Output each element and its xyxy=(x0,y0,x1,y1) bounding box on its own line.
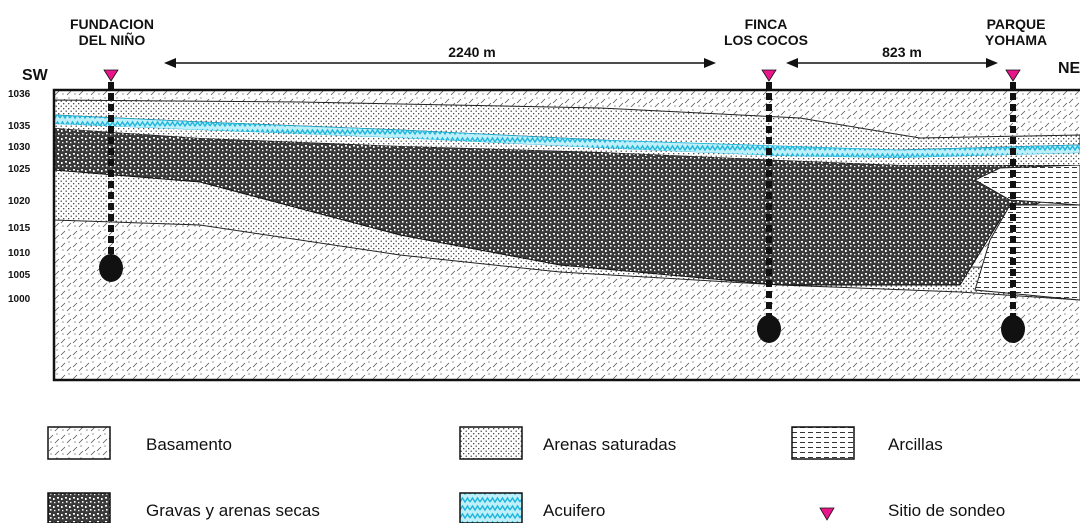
legend-label-sitio: Sitio de sondeo xyxy=(888,501,1005,520)
site-marker-1 xyxy=(103,69,119,82)
legend-item-arcillas: Arcillas xyxy=(791,426,943,460)
site-marker-3 xyxy=(1005,69,1021,82)
legend-label-basamento: Basamento xyxy=(146,435,232,454)
site-1-name-line2: DEL NIÑO xyxy=(79,31,146,48)
borehole-3 xyxy=(1001,69,1025,343)
borehole-1 xyxy=(99,69,123,282)
site-marker-2 xyxy=(761,69,777,82)
legend-label-gravas: Gravas y arenas secas xyxy=(146,501,320,520)
legend: Basamento Arenas saturadas Arcillas Grav… xyxy=(47,426,1005,523)
legend-label-arcillas: Arcillas xyxy=(888,435,943,454)
legend-swatch-gravas xyxy=(47,492,111,523)
site-3-name-line1: PARQUE xyxy=(987,16,1046,32)
section-body xyxy=(54,90,1080,380)
layer-arcillas xyxy=(973,164,1080,206)
elevation-axis: 1036 1035 1030 1025 1020 1015 1010 1005 … xyxy=(8,89,31,305)
legend-item-sitio: Sitio de sondeo xyxy=(819,501,1005,521)
distance-arrow-1 xyxy=(164,58,716,68)
direction-ne: NE xyxy=(1058,60,1080,77)
elevation-tick-1010: 1010 xyxy=(8,248,31,259)
legend-marker-sitio xyxy=(819,507,835,521)
borehole-2-bottom xyxy=(757,315,781,343)
legend-item-gravas: Gravas y arenas secas xyxy=(47,492,320,523)
direction-sw: SW xyxy=(22,67,49,84)
borehole-1-bottom xyxy=(99,254,123,282)
distance-label-1: 2240 m xyxy=(448,44,495,60)
section-frame xyxy=(52,88,1080,382)
elevation-tick-1020: 1020 xyxy=(8,196,31,207)
legend-item-arenas-saturadas: Arenas saturadas xyxy=(459,426,676,460)
site-1-name-line1: FUNDACION xyxy=(70,16,154,32)
borehole-2 xyxy=(757,69,781,343)
legend-item-acuifero: Acuifero xyxy=(459,492,605,523)
site-2-name-line1: FINCA xyxy=(745,16,788,32)
legend-swatch-acuifero xyxy=(459,492,523,523)
layer-arenas-saturadas-mid xyxy=(54,124,1080,165)
distance-arrow-2 xyxy=(786,58,998,68)
site-3-name-line2: YOHAMA xyxy=(985,32,1047,48)
elevation-tick-1035: 1035 xyxy=(8,121,31,132)
distance-label-2: 823 m xyxy=(882,44,922,60)
legend-label-acuifero: Acuifero xyxy=(543,501,605,520)
legend-swatch-basamento xyxy=(47,426,111,460)
elevation-tick-1015: 1015 xyxy=(8,223,31,234)
layer-arcillas-lower xyxy=(974,204,1080,301)
legend-label-arenas-saturadas: Arenas saturadas xyxy=(543,435,676,454)
legend-item-basamento: Basamento xyxy=(47,426,232,460)
elevation-tick-1036: 1036 xyxy=(8,89,31,100)
legend-swatch-arcillas xyxy=(791,426,855,460)
elevation-tick-1030: 1030 xyxy=(8,142,31,153)
elevation-tick-1025: 1025 xyxy=(8,164,31,175)
borehole-3-bottom xyxy=(1001,315,1025,343)
elevation-tick-1005: 1005 xyxy=(8,270,31,281)
legend-swatch-arenas-saturadas xyxy=(459,426,523,460)
site-2-name-line2: LOS COCOS xyxy=(724,32,808,48)
elevation-tick-1000: 1000 xyxy=(8,294,31,305)
